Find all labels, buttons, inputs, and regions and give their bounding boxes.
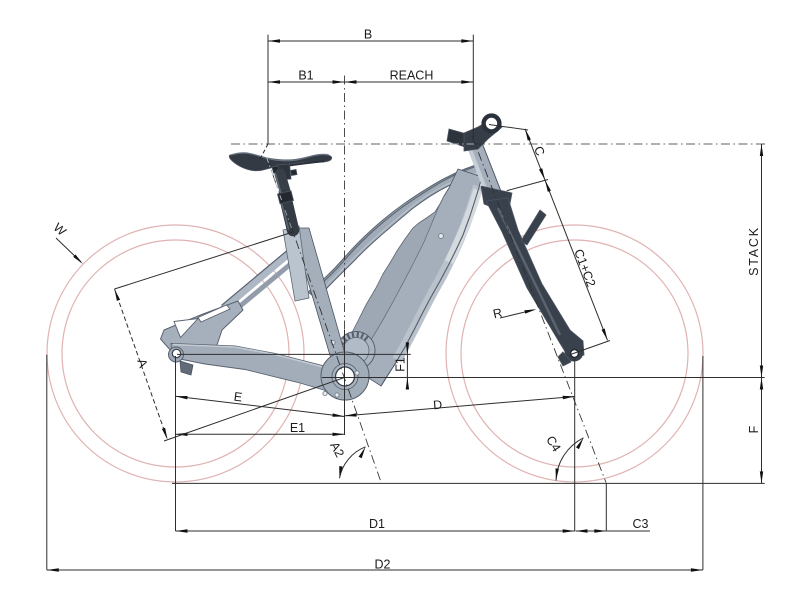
svg-text:D1: D1 — [369, 517, 385, 531]
svg-text:B: B — [364, 28, 372, 42]
svg-text:F1: F1 — [394, 357, 408, 372]
svg-text:A2: A2 — [327, 440, 347, 460]
svg-text:C3: C3 — [633, 517, 649, 531]
svg-text:R: R — [492, 306, 504, 322]
svg-text:D2: D2 — [375, 558, 391, 572]
svg-text:STACK: STACK — [747, 226, 761, 276]
svg-text:C1+C2: C1+C2 — [571, 247, 598, 289]
svg-text:W: W — [51, 220, 69, 238]
svg-text:E: E — [233, 390, 243, 405]
svg-text:C: C — [531, 144, 547, 157]
svg-text:F: F — [747, 425, 761, 433]
svg-text:E1: E1 — [290, 421, 305, 435]
svg-text:B1: B1 — [298, 69, 313, 83]
svg-text:D: D — [433, 398, 443, 413]
svg-text:C4: C4 — [543, 433, 563, 454]
svg-text:REACH: REACH — [390, 69, 434, 83]
